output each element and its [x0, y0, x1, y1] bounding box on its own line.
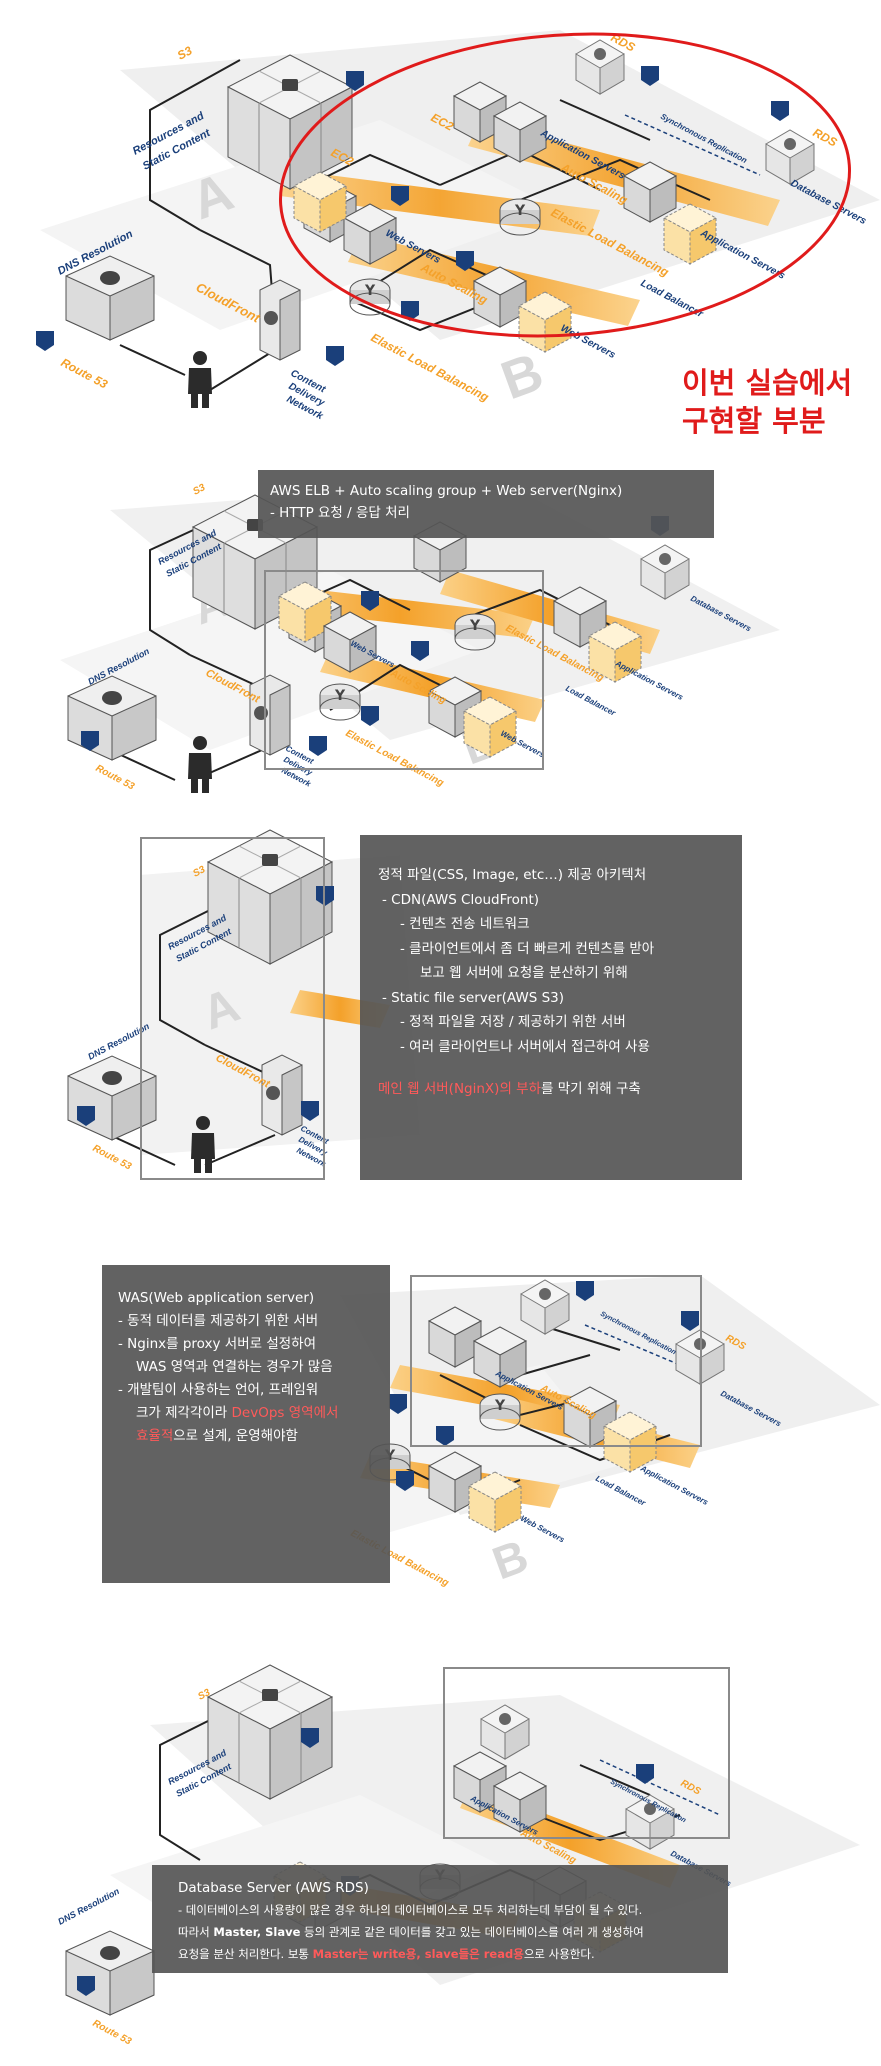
- db-highlight-frame: [443, 1667, 730, 1839]
- s3-label: S3: [196, 1687, 212, 1703]
- note-static-summary-highlight: 메인 웹 서버(NginX)의 부하: [378, 1081, 541, 1097]
- route53-label: Route 53: [91, 2018, 134, 2048]
- note-was: WAS(Web application server) - 동적 데이터를 제공…: [102, 1265, 390, 1583]
- note-was-line-6-red: 효율적: [136, 1428, 174, 1444]
- note-db-line-3: 요청을 분산 처리한다. 보통 Master는 write용, slave들은 …: [178, 1943, 702, 1965]
- route53-label: Route 53: [94, 763, 137, 793]
- note-static-summary: 메인 웹 서버(NginX)의 부하를 막기 위해 구축: [378, 1077, 724, 1102]
- note-static-line-2: - 컨텐츠 전송 네트워크: [400, 916, 530, 932]
- architecture-diagram-1: A B: [36, 30, 880, 422]
- was-highlight-frame: [410, 1275, 702, 1447]
- note-was-title: WAS(Web application server): [118, 1290, 315, 1306]
- note-static-line-4: 보고 웹 서버에 요청을 분산하기 위해: [420, 965, 628, 981]
- panel-was: B Application Servers Application Server…: [0, 1265, 881, 1595]
- s3-label: S3: [191, 864, 207, 880]
- note-static-line-7: - 여러 클라이언트나 서버에서 접근하여 사용: [400, 1038, 650, 1055]
- zone-b-label: B: [486, 1529, 535, 1589]
- panel-static: A Resources and Static Content S3 DNS Re…: [0, 829, 881, 1180]
- note-db-title: Database Server (AWS RDS): [178, 1880, 369, 1896]
- note-static-line-6: - 정적 파일을 저장 / 제공하기 위한 서버: [400, 1014, 626, 1030]
- note-db-line-2: 따라서 Master, Slave 등의 관계로 같은 데이터를 갖고 있는 데…: [178, 1921, 702, 1943]
- note-static-summary-rest: 를 막기 위해 구축: [541, 1081, 641, 1097]
- note-was-line-1: - 동적 데이터를 제공하기 위한 서버: [118, 1313, 319, 1329]
- note-static-title: 정적 파일(CSS, Image, etc…) 제공 아키텍처: [378, 867, 647, 883]
- static-highlight-frame: [140, 837, 325, 1180]
- note-db-line-2-c: 등의 관계로 같은 데이터를 갖고 있는 데이터베이스를 여러 개 생성하여: [300, 1925, 644, 1939]
- note-was-line-3: WAS 영역과 연결하는 경우가 많음: [136, 1359, 333, 1375]
- panel-elb: A B Resources: [0, 450, 881, 793]
- note-elb-line-1: AWS ELB + Auto scaling group + Web serve…: [270, 483, 623, 499]
- note-db: Database Server (AWS RDS) - 데이터베이스의 사용량이…: [152, 1865, 728, 1973]
- load-balancer-label: Load Balancer: [564, 684, 618, 718]
- web-servers-label: Web Servers: [519, 1514, 566, 1545]
- note-db-line-3-a: 요청을 분산 처리한다. 보통: [178, 1947, 313, 1961]
- note-was-line-2: - Nginx를 proxy 서버로 설정하여: [118, 1336, 317, 1352]
- web-servers-label-b: Web Servers: [559, 323, 618, 361]
- panel-architecture-overview: A B: [0, 0, 881, 438]
- dns-label: DNS Resolution: [56, 1886, 121, 1927]
- elb-label-b: Elastic Load Balancing: [369, 330, 492, 404]
- callout-line-2: 구현할 부분: [682, 404, 826, 438]
- rds-label-b: RDS: [811, 125, 840, 149]
- callout-text: 이번 실습에서 구현할 부분: [682, 364, 852, 440]
- note-db-line-2-a: 따라서: [178, 1925, 214, 1939]
- note-db-line-3-red: Master는 write용, slave들은 read용: [312, 1947, 524, 1961]
- elb-highlight-frame: [264, 570, 544, 770]
- note-elb: AWS ELB + Auto scaling group + Web serve…: [258, 470, 714, 538]
- note-was-line-6-rest: 으로 설계, 운영해야함: [173, 1428, 298, 1444]
- route53-label: Route 53: [91, 1143, 134, 1173]
- note-was-line-5-red: DevOps 영역에서: [231, 1405, 339, 1421]
- load-balancer-label: Load Balancer: [639, 278, 706, 321]
- architecture-diagram-3: A Resources and Static Content S3 DNS Re…: [67, 829, 420, 1173]
- s3-label: S3: [191, 482, 207, 498]
- note-was-line-5-a: 크가 제각각이라: [136, 1405, 232, 1421]
- note-elb-line-2: - HTTP 요청 / 응답 처리: [270, 505, 410, 521]
- panel-database: Resources and Static Content S3 DNS Reso…: [0, 1664, 881, 2065]
- note-was-line-6: 효율적으로 설계, 운영해야함: [118, 1425, 374, 1448]
- app-servers-label-b: Application Servers: [638, 1463, 710, 1507]
- architecture-diagram-2: A B Resources: [60, 480, 780, 793]
- note-static: 정적 파일(CSS, Image, etc…) 제공 아키텍처 - CDN(AW…: [360, 835, 742, 1180]
- note-db-line-3-c: 으로 사용한다.: [523, 1947, 595, 1961]
- zone-b-label: B: [494, 342, 551, 412]
- note-static-line-1: - CDN(AWS CloudFront): [382, 891, 540, 908]
- note-db-line-1: - 데이터베이스의 사용량이 많은 경우 하나의 데이터베이스로 모두 처리하는…: [178, 1903, 643, 1917]
- callout-line-1: 이번 실습에서: [682, 366, 853, 400]
- load-balancer-label: Load Balancer: [594, 1474, 648, 1508]
- highlight-ellipse: [279, 32, 851, 338]
- note-db-line-2-bold: Master, Slave: [213, 1925, 301, 1939]
- s3-label: S3: [175, 43, 195, 62]
- route53-label: Route 53: [59, 355, 111, 391]
- note-static-line-3: - 클라이언트에서 좀 더 빠르게 컨텐츠를 받아: [400, 940, 655, 957]
- note-was-line-5: 크가 제각각이라 DevOps 영역에서: [118, 1402, 374, 1425]
- note-was-line-4: - 개발팀이 사용하는 언어, 프레임워: [118, 1382, 319, 1398]
- note-static-line-5: - Static file server(AWS S3): [382, 989, 565, 1006]
